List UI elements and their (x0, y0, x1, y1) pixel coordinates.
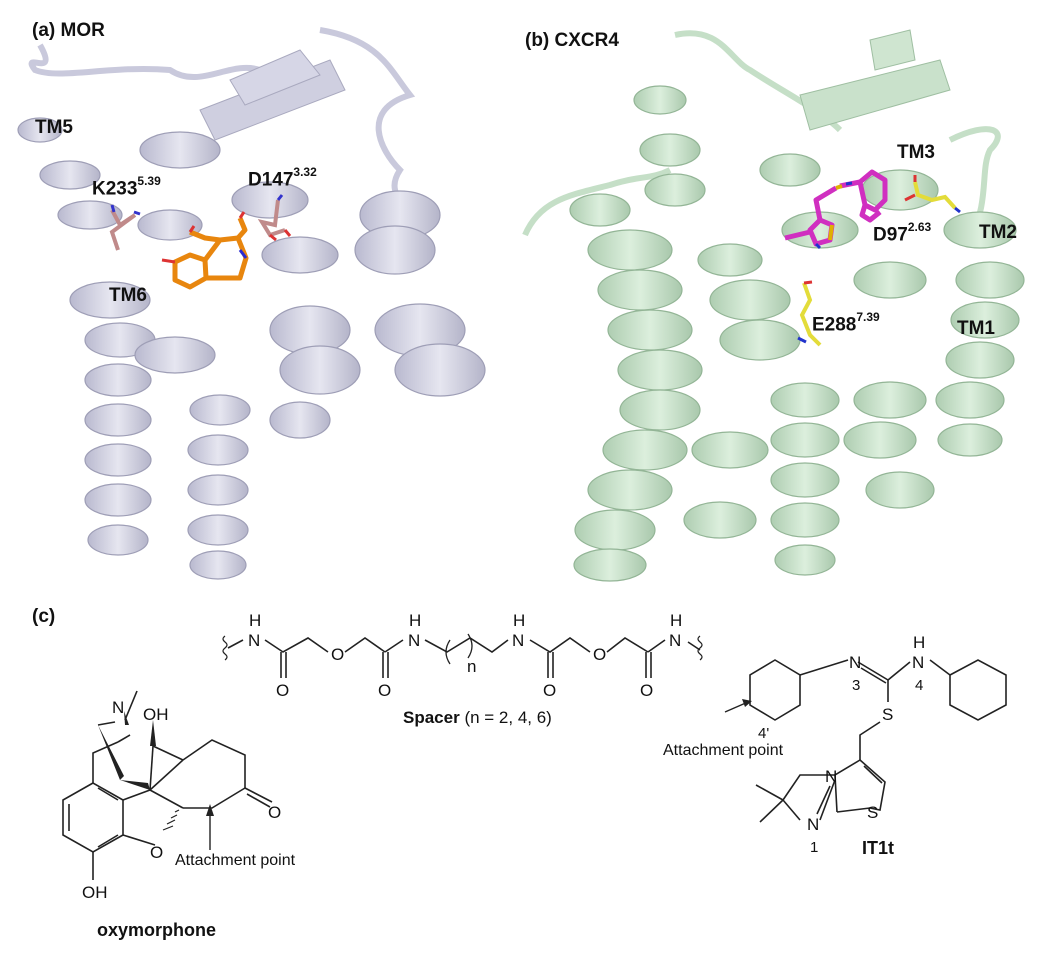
mor-ligand-oxymorphone (172, 217, 249, 290)
spacer-h2: H (409, 611, 421, 630)
panel-a-label: (a) MOR (32, 20, 105, 41)
tm3-label: TM3 (897, 142, 935, 163)
spacer-n2: N (408, 631, 420, 650)
tm6-label: TM6 (109, 285, 147, 306)
spacer-n3: N (512, 631, 524, 650)
oxymorphone-attachment-label: Attachment point (175, 852, 296, 869)
spacer-o3: O (378, 681, 391, 700)
it1t-n4-atom: N (912, 653, 924, 672)
d147-label: D1473.32 (248, 165, 317, 191)
spacer-name: Spacer (403, 708, 460, 727)
chemical-structures-drawing: N OH O O OH N H O O N (62, 611, 1007, 902)
atom-oh-top: OH (143, 705, 169, 724)
cxcr4-protein-ribbon (522, 29, 1025, 582)
wedge-bond (98, 725, 124, 780)
spacer-o6: O (640, 681, 653, 700)
spacer-n-index: n (467, 657, 476, 676)
spacer-n4: N (669, 631, 681, 650)
panel-b-cxcr4: (b) CXCR4 TM3 D972.63 TM2 E2887.39 TM1 (520, 0, 1050, 590)
it1t-n-bridge: N (825, 767, 837, 786)
spacer-o2: O (276, 681, 289, 700)
it1t-skeleton (749, 659, 1007, 823)
panel-c-label: (c) (32, 606, 56, 627)
it1t-number-1: 1 (810, 839, 818, 856)
panel-b-label: (b) CXCR4 (525, 30, 619, 51)
e288-residue-sticks (799, 282, 822, 347)
it1t-name: IT1t (862, 838, 895, 858)
it1t-number-4: 4 (915, 677, 923, 694)
it1t-number-4prime: 4' (758, 725, 769, 742)
spacer-o5: O (593, 645, 606, 664)
spacer-h1: H (249, 611, 261, 630)
it1t-number-3: 3 (852, 677, 860, 694)
d147-residue-sticks (257, 199, 286, 238)
tm1-label: TM1 (957, 318, 995, 339)
atom-oh-bottom: OH (82, 883, 108, 902)
spacer-caption: Spacer (n = 2, 4, 6) (403, 708, 552, 728)
panel-c-structures: (c) (0, 590, 1050, 965)
k233-residue-sticks (109, 209, 137, 251)
spacer-h4: H (670, 611, 682, 630)
spacer-h3: H (513, 611, 525, 630)
k233-label: K2335.39 (92, 174, 161, 200)
it1t-s-ring: S (867, 803, 878, 822)
hashed-bond (162, 809, 180, 831)
oxymorphone-name: oxymorphone (97, 920, 217, 940)
it1t-attachment-label: Attachment point (663, 742, 784, 759)
tm5-label: TM5 (35, 117, 73, 138)
it1t-h-atom: H (913, 633, 925, 652)
it1t-s-thioether: S (882, 705, 893, 724)
oxymorphone-skeleton (62, 690, 273, 880)
spacer-condition: (n = 2, 4, 6) (464, 708, 552, 727)
panel-a-mor: (a) MOR TM5 K2335.39 D1473.32 TM6 (0, 0, 520, 590)
d97-residue-sticks (913, 181, 957, 210)
spacer-skeleton (222, 633, 703, 678)
mor-protein-ribbon (17, 27, 486, 580)
spacer-o1: O (331, 645, 344, 664)
spacer-n1: N (248, 631, 260, 650)
it1t-n3-atom: N (849, 653, 861, 672)
atom-o-ring: O (150, 843, 163, 862)
e288-label: E2887.39 (812, 310, 880, 336)
atom-n: N (112, 698, 124, 717)
atom-o-ketone: O (268, 803, 281, 822)
spacer-o4: O (543, 681, 556, 700)
it1t-n1-atom: N (807, 815, 819, 834)
d97-label: D972.63 (873, 220, 932, 246)
tm2-label: TM2 (979, 222, 1017, 243)
